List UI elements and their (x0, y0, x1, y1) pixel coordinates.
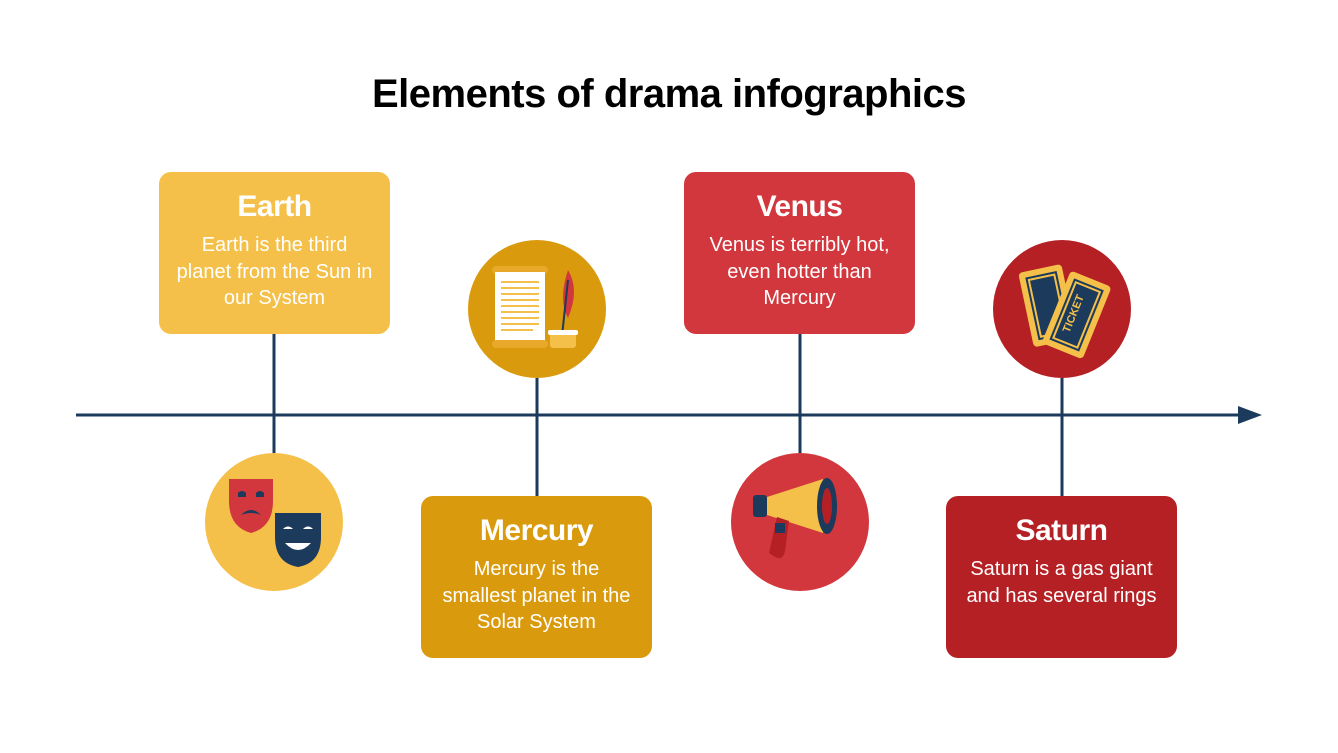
megaphone-icon (753, 478, 837, 559)
tickets-icon: TICKET (1018, 264, 1111, 359)
card-heading: Venus (756, 190, 843, 223)
card-venus: Venus Venus is terribly hot, even hotter… (684, 172, 915, 334)
megaphone-circle (731, 453, 869, 591)
card-saturn: Saturn Saturn is a gas giant and has sev… (946, 496, 1177, 658)
scroll-quill-icon (492, 266, 578, 348)
timeline-arrowhead (1238, 406, 1262, 424)
scroll-quill-circle (468, 240, 606, 378)
card-heading: Earth (237, 190, 312, 223)
card-text: Earth is the third planet from the Sun i… (176, 234, 373, 309)
theater-masks-circle (205, 453, 343, 591)
card-mercury: Mercury Mercury is the smallest planet i… (421, 496, 652, 658)
card-text: Venus is terribly hot, even hotter than … (709, 234, 890, 309)
tickets-circle: TICKET (993, 240, 1131, 378)
card-text: Mercury is the smallest planet in the So… (442, 558, 631, 633)
card-heading: Saturn (1015, 514, 1108, 547)
card-heading: Mercury (479, 514, 594, 547)
page-title: Elements of drama infographics (371, 72, 967, 116)
card-earth: Earth Earth is the third planet from the… (159, 172, 390, 334)
theater-masks-icon (229, 479, 321, 567)
card-text: Saturn is a gas giant and has several ri… (966, 558, 1157, 607)
